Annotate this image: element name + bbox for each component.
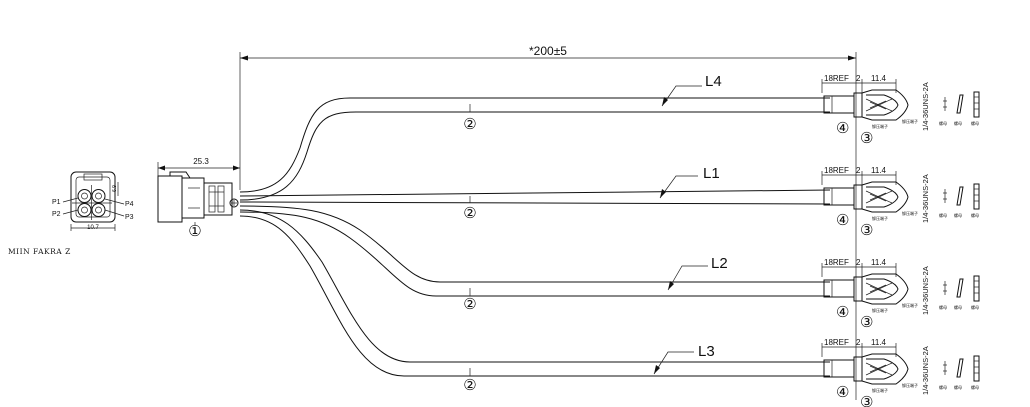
side-note-1: 螺母 (939, 120, 947, 126)
overall-length-text: *200±5 (529, 44, 567, 58)
side-note-1: 螺母 (939, 212, 947, 218)
terminal-callout: ③ (860, 221, 873, 239)
cable-branch-l3 (239, 209, 830, 377)
side-note-2: 螺母 (954, 212, 962, 218)
terminal-note: 铆压端子 (872, 215, 888, 221)
connector-face-view: P1 P2 P4 P3 10.7 6.9 MIIN FAKRA Z (8, 171, 134, 256)
label-l2: L2 (711, 255, 728, 272)
terminal-length-dim: 11.4 (871, 338, 887, 347)
terminal-ref-dim: 18REF (824, 74, 849, 83)
side-note-3: 螺母 (971, 384, 979, 390)
cable-callout-l1: ② (463, 204, 476, 222)
connector-housing: 25.3 ① (157, 157, 240, 240)
side-note-2: 螺母 (954, 384, 962, 390)
thread-spec: 1/4-36UNS-2A (921, 82, 930, 131)
terminal-ref-dim: 18REF (824, 258, 849, 267)
sleeve-callout: ④ (836, 303, 849, 321)
terminal-callout: ③ (860, 313, 873, 331)
side-note-2: 螺母 (954, 120, 962, 126)
cable-callout-l2: ② (463, 295, 476, 313)
terminal-note-2: 铆压端子 (902, 382, 918, 388)
terminal-gap-dim: 2 (856, 74, 861, 83)
sleeve-callout: ④ (836, 383, 849, 401)
side-note-1: 螺母 (939, 384, 947, 390)
terminal-note-2: 铆压端子 (902, 302, 918, 308)
terminal-note-2: 铆压端子 (902, 118, 918, 124)
terminal-gap-dim: 2 (856, 166, 861, 175)
terminal-length-dim: 11.4 (871, 166, 887, 175)
cable-callouts: ② ② ② ② (463, 104, 477, 394)
terminal-ref-dim: 18REF (824, 166, 849, 175)
terminal-note: 铆压端子 (872, 123, 888, 129)
sleeve-callout: ④ (836, 211, 849, 229)
terminal-length-dim: 11.4 (871, 74, 887, 83)
cable-branch-l2 (239, 205, 830, 297)
side-note-2: 螺母 (954, 304, 962, 310)
pin-p1-label: P1 (52, 199, 61, 206)
connector-callout: ① (188, 222, 201, 240)
label-l1: L1 (703, 165, 720, 182)
connector-length-dim: 25.3 (193, 157, 209, 166)
face-width-dim: 10.7 (87, 225, 99, 231)
side-note-3: 螺母 (971, 304, 979, 310)
face-height-dim: 6.9 (112, 185, 118, 192)
terminal-callout: ③ (860, 393, 873, 407)
pin-p2-label: P2 (52, 211, 61, 218)
label-l4: L4 (705, 73, 722, 90)
thread-spec: 1/4-36UNS-2A (921, 174, 930, 223)
pin-p3-label: P3 (125, 214, 134, 221)
label-l3: L3 (698, 343, 715, 360)
cable-callout-l3: ② (463, 376, 476, 394)
side-note-1: 螺母 (939, 304, 947, 310)
cable-length-labels: L4 L1 L2 L3 (653, 73, 728, 375)
connector-type-label: MIIN FAKRA Z (8, 247, 71, 256)
terminal-note: 铆压端子 (872, 307, 888, 313)
terminal-note-2: 铆压端子 (902, 210, 918, 216)
sleeve-callout: ④ (836, 119, 849, 137)
side-note-3: 螺母 (971, 120, 979, 126)
cable-callout-l4: ② (463, 115, 476, 133)
terminal-ref-dim: 18REF (824, 338, 849, 347)
terminal-gap-dim: 2 (856, 258, 861, 267)
terminal-note: 铆压端子 (872, 387, 888, 393)
pin-p4-label: P4 (125, 201, 134, 208)
terminal-length-dim: 11.4 (871, 258, 887, 267)
cable-branch-l1 (239, 189, 831, 205)
cable-branch-l4 (239, 97, 830, 201)
thread-spec: 1/4-36UNS-2A (921, 346, 930, 395)
terminal-gap-dim: 2 (856, 338, 861, 347)
terminal-callout: ③ (860, 129, 873, 147)
side-note-3: 螺母 (971, 212, 979, 218)
overall-length-dimension: *200±5 (239, 44, 857, 400)
thread-spec: 1/4-36UNS-2A (921, 266, 930, 315)
